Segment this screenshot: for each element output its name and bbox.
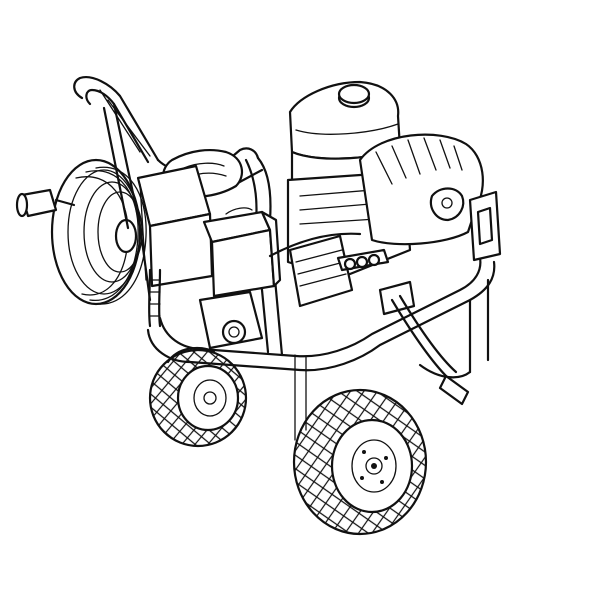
air-filter-cover — [202, 207, 282, 298]
base-frame — [146, 256, 496, 441]
hose-reel — [15, 158, 147, 306]
wheel-left — [148, 346, 248, 448]
pump — [198, 234, 416, 350]
fuel-tank — [136, 164, 214, 288]
spray-wand — [148, 232, 470, 406]
wheel-right — [292, 388, 428, 536]
